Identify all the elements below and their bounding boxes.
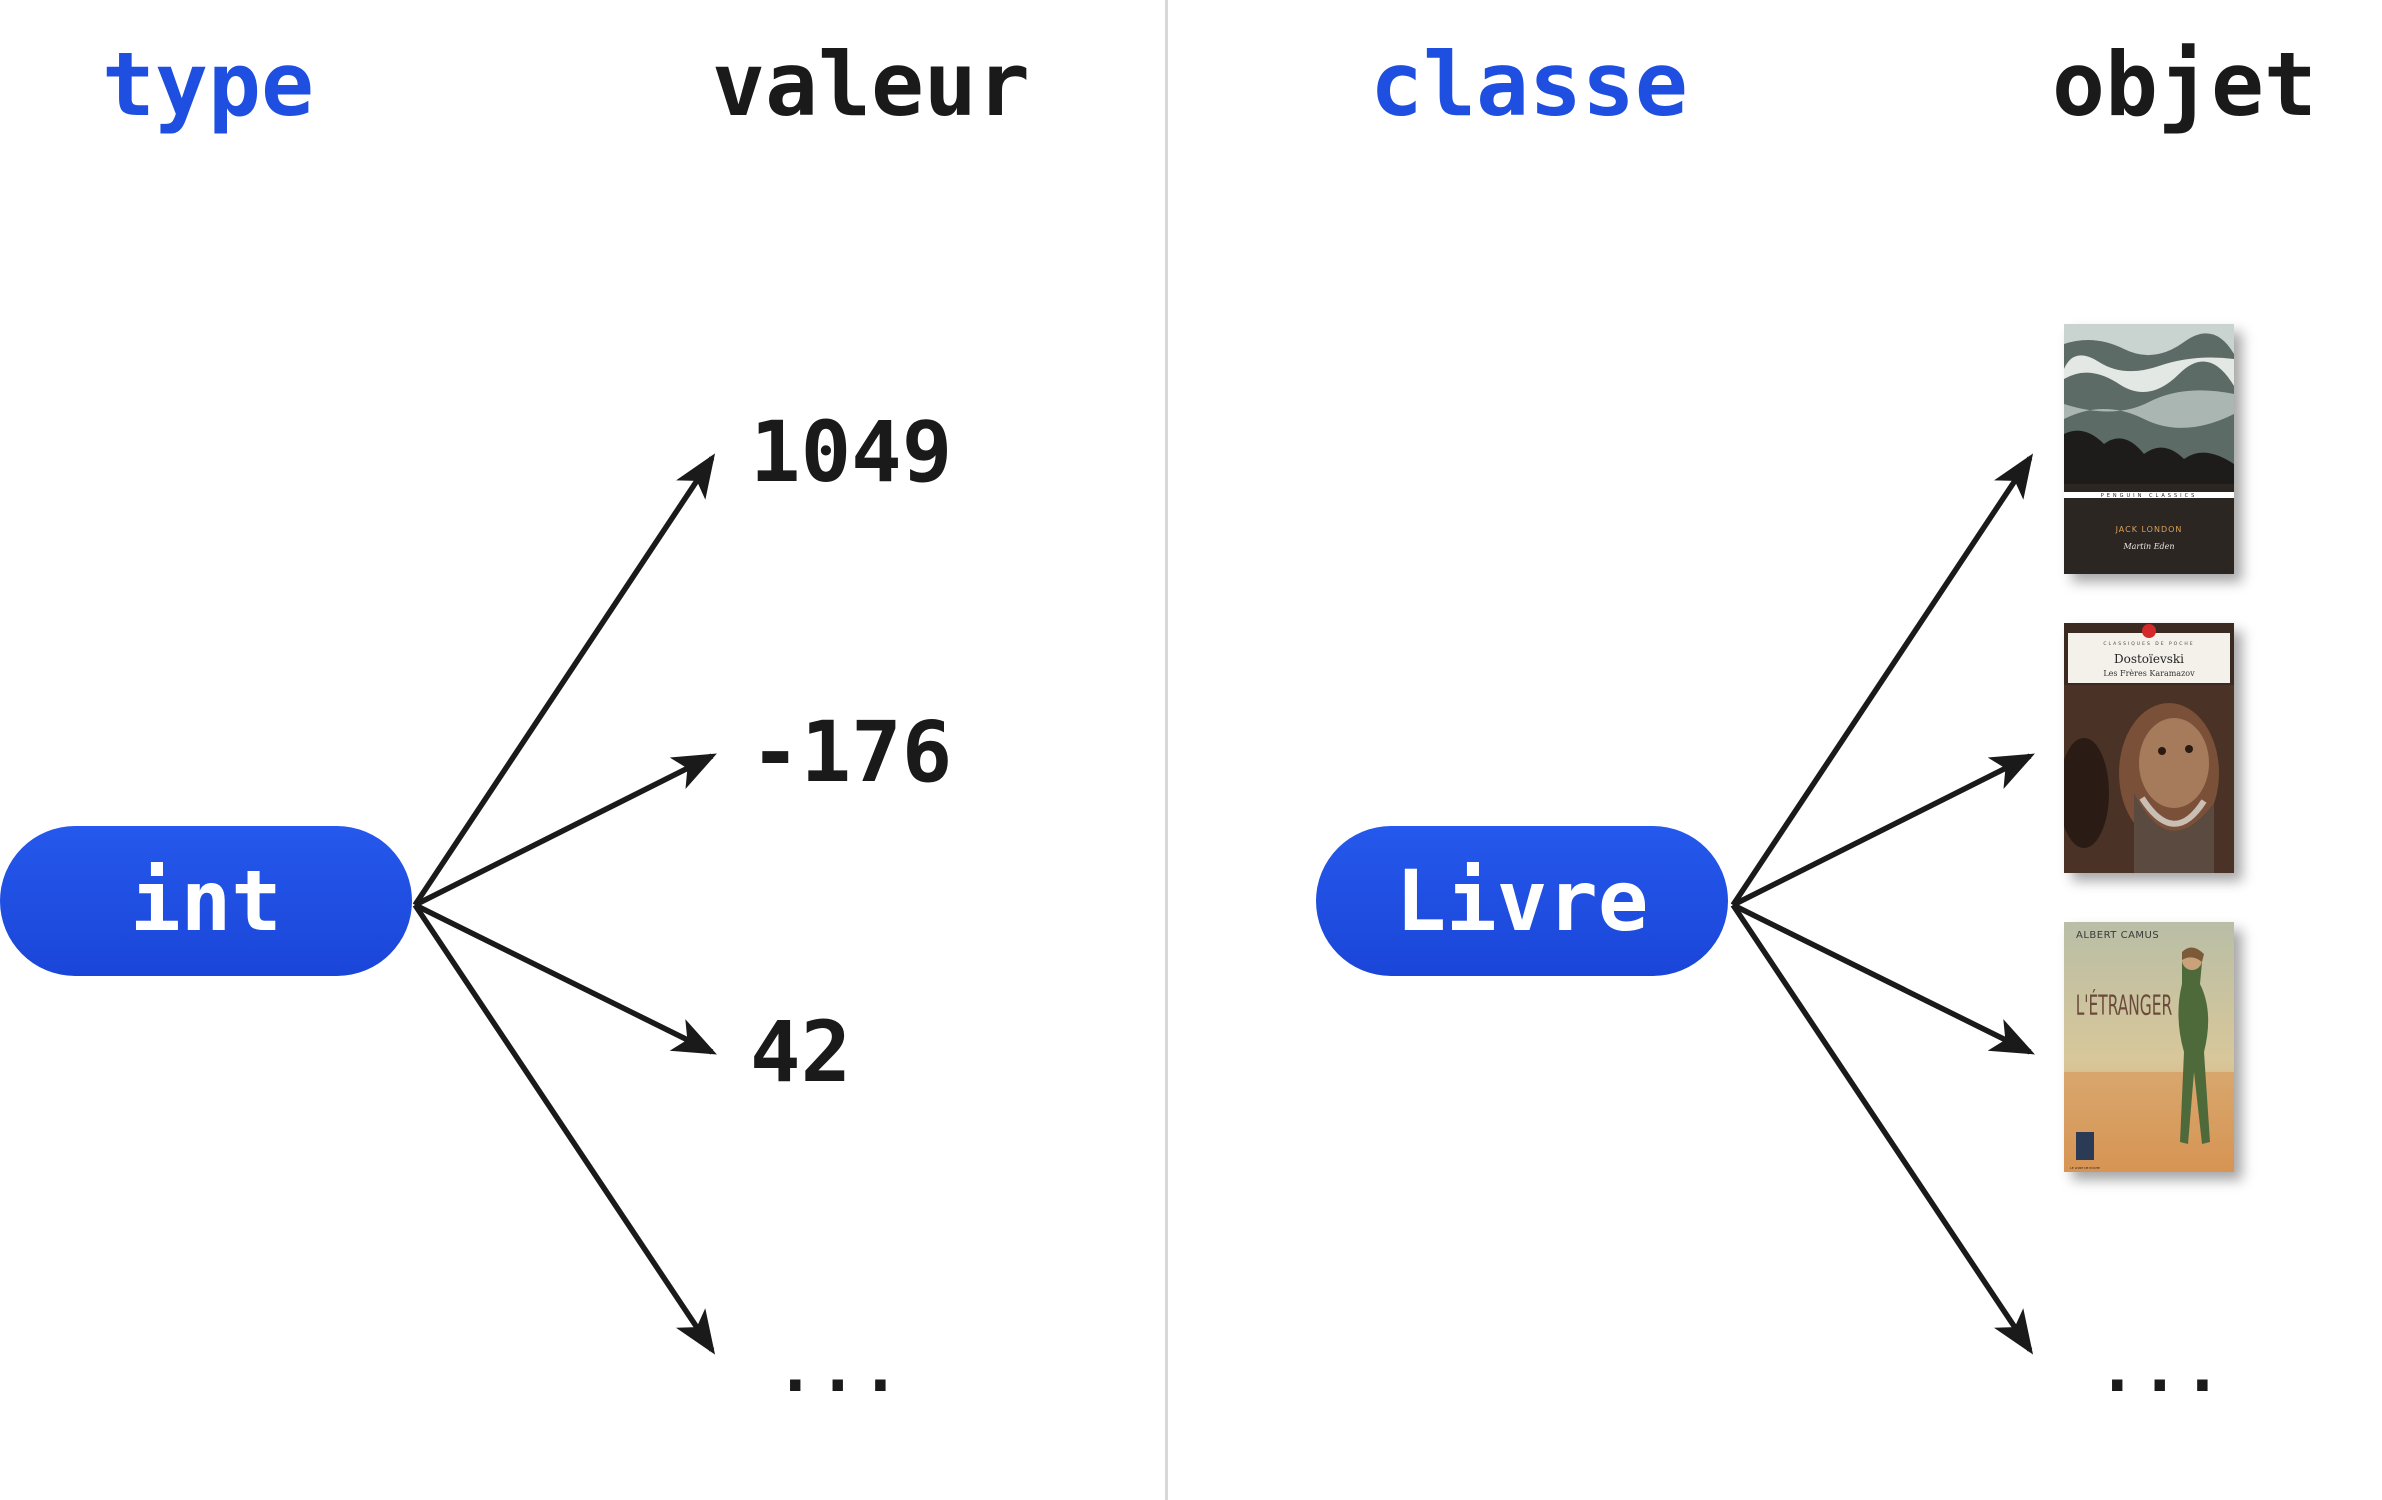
arrow-livre-to-ellipsis <box>1730 903 2034 1355</box>
svg-text:PENGUIN CLASSICS: PENGUIN CLASSICS <box>2101 493 2198 499</box>
book-martin-eden: PENGUIN CLASSICS JACK LONDON Martin Eden <box>2064 324 2234 574</box>
book-cover-martin-eden-image: PENGUIN CLASSICS JACK LONDON Martin Eden <box>2064 324 2234 574</box>
value-minus176: -176 <box>750 703 953 801</box>
book-etranger: ALBERT CAMUS L'ÉTRANGER LE LIVRE DE POCH… <box>2064 922 2234 1172</box>
values-ellipsis: ... <box>776 1333 904 1407</box>
book-cover-karamazov-image: CLASSIQUES DE POCHE Dostoïevski Les Frèr… <box>2064 623 2234 873</box>
header-value: valeur <box>712 33 1030 136</box>
panel-divider <box>1165 0 1168 1500</box>
arrow-int-to-minus176 <box>413 753 717 908</box>
svg-text:CLASSIQUES DE POCHE: CLASSIQUES DE POCHE <box>2103 641 2194 647</box>
arrow-livre-to-book3 <box>1731 902 2035 1055</box>
svg-text:ALBERT CAMUS: ALBERT CAMUS <box>2076 930 2159 941</box>
svg-text:Dostoïevski: Dostoïevski <box>2114 652 2184 666</box>
arrow-int-to-42 <box>413 902 717 1055</box>
header-object: objet <box>2052 33 2317 136</box>
value-1049: 1049 <box>750 403 953 501</box>
objects-ellipsis: ... <box>2098 1333 2226 1407</box>
book-cover-etranger-image: ALBERT CAMUS L'ÉTRANGER LE LIVRE DE POCH… <box>2064 922 2234 1172</box>
svg-text:L'ÉTRANGER: L'ÉTRANGER <box>2076 988 2173 1022</box>
arrow-livre-to-book1 <box>1730 453 2034 907</box>
svg-text:JACK LONDON: JACK LONDON <box>2115 525 2183 534</box>
class-pill-livre: Livre <box>1316 826 1728 976</box>
arrow-livre-to-book2 <box>1731 753 2035 908</box>
arrow-int-to-ellipsis <box>412 903 716 1355</box>
header-class: classe <box>1370 33 1688 136</box>
book-freres-karamazov: CLASSIQUES DE POCHE Dostoïevski Les Frèr… <box>2064 623 2234 873</box>
svg-text:Martin Eden: Martin Eden <box>2122 542 2174 551</box>
type-pill-int: int <box>0 826 412 976</box>
arrow-int-to-1049 <box>412 453 716 907</box>
header-type: type <box>102 33 314 136</box>
svg-text:LE LIVRE DE POCHE: LE LIVRE DE POCHE <box>2070 1166 2100 1170</box>
svg-text:Les Frères Karamazov: Les Frères Karamazov <box>2103 669 2195 678</box>
value-42: 42 <box>750 1003 852 1101</box>
